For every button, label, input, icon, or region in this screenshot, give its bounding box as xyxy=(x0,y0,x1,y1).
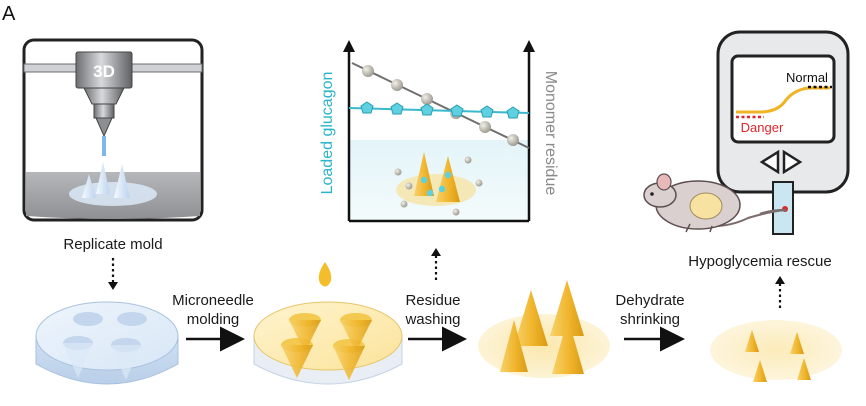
glucagon-point xyxy=(480,105,494,118)
right-triangle-icon xyxy=(782,149,803,175)
left-axis-label: Loaded glucagon xyxy=(319,72,336,195)
printer-badge: 3D xyxy=(93,62,115,81)
arrowhead-up-icon xyxy=(775,276,785,284)
step-label-replicate-mold: Replicate mold xyxy=(63,236,162,253)
step-label-molding-line2: molding xyxy=(187,311,240,328)
loading-residue-plot xyxy=(343,40,535,223)
step-label-molding-line1: Microneedle xyxy=(172,292,254,309)
arrowhead-up-icon xyxy=(431,248,441,256)
microneedle-patch xyxy=(478,280,610,378)
residue-point xyxy=(507,134,519,146)
arrowhead-down-icon xyxy=(108,282,118,290)
3d-printer-illustration: 3D xyxy=(22,38,204,222)
filled-mold xyxy=(253,262,403,385)
left-triangle-icon xyxy=(759,149,780,175)
panel-letter: A xyxy=(2,3,16,25)
glucagon-point xyxy=(506,106,520,119)
residue-point xyxy=(391,79,403,91)
pdms-mold xyxy=(35,301,179,385)
step-label-dehydrate-line2: shrinking xyxy=(620,311,680,328)
step-label-hypoglycemia-rescue: Hypoglycemia rescue xyxy=(688,253,831,270)
step-label-washing-line2: washing xyxy=(404,311,460,328)
danger-label: Danger xyxy=(741,120,784,135)
normal-label: Normal xyxy=(786,70,828,85)
shrunk-microneedle-patch xyxy=(710,320,842,382)
glucagon-point xyxy=(420,103,434,116)
glucose-meter: Normal Danger xyxy=(716,30,850,235)
glucagon-point xyxy=(390,102,404,115)
residue-point xyxy=(479,121,491,133)
residue-point xyxy=(362,65,374,77)
glucagon-point xyxy=(360,101,374,114)
step-label-washing-line1: Residue xyxy=(405,292,460,309)
step-label-dehydrate-line1: Dehydrate xyxy=(615,292,684,309)
residue-point xyxy=(421,93,433,105)
right-axis-label: Monomer residue xyxy=(542,71,559,196)
glucose-curve xyxy=(736,86,830,114)
meter-screen xyxy=(730,54,836,144)
mouse-illustration xyxy=(643,173,787,233)
glucagon-point xyxy=(450,104,464,117)
